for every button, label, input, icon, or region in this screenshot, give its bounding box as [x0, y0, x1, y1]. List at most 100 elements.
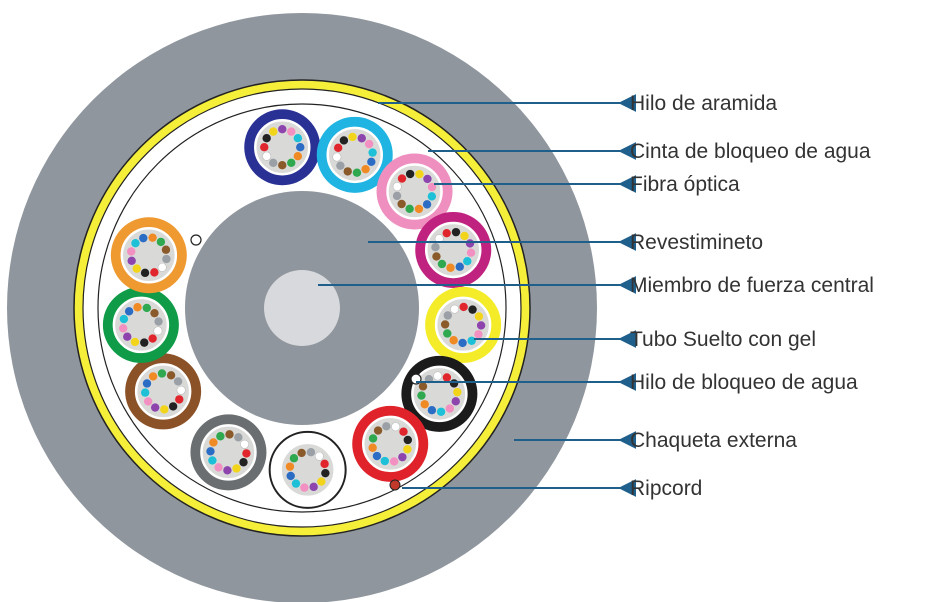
- optical-fiber: [343, 167, 352, 176]
- optical-fiber: [157, 262, 167, 272]
- optical-fiber: [372, 451, 382, 461]
- optical-fiber: [269, 158, 278, 167]
- loose-tube: [125, 353, 202, 430]
- optical-fiber: [459, 302, 468, 312]
- optical-fiber: [150, 268, 159, 277]
- callout: Miembro de fuerza central: [318, 274, 874, 297]
- optical-fiber: [442, 373, 452, 382]
- optical-fiber: [176, 385, 186, 395]
- optical-fiber: [463, 257, 472, 266]
- optical-fiber: [333, 143, 343, 153]
- optical-fiber: [234, 433, 243, 442]
- optical-fiber: [223, 466, 232, 475]
- optical-fiber: [306, 447, 316, 457]
- loose-tube: [415, 211, 492, 288]
- optical-fiber: [431, 243, 440, 252]
- optical-fiber: [262, 151, 272, 161]
- optical-fiber: [127, 256, 136, 265]
- loose-tube: [268, 430, 347, 509]
- optical-fiber: [357, 134, 366, 143]
- optical-fiber: [131, 238, 140, 248]
- loose-tube: [110, 217, 187, 294]
- optical-fiber: [414, 204, 424, 214]
- optical-fiber: [148, 233, 157, 242]
- label-central-strength-member: Miembro de fuerza central: [630, 274, 874, 297]
- optical-fiber: [148, 334, 157, 343]
- optical-fiber: [225, 430, 234, 439]
- optical-fiber: [455, 262, 464, 271]
- optical-fiber: [269, 127, 278, 136]
- label-ripcord: Ripcord: [630, 477, 702, 500]
- optical-fiber: [465, 239, 475, 248]
- optical-fiber: [380, 456, 390, 466]
- loose-tube: [190, 414, 267, 491]
- optical-fiber: [317, 477, 326, 486]
- optical-fiber: [420, 400, 429, 409]
- loose-tube: [244, 109, 321, 186]
- callout: Ripcord: [402, 477, 702, 500]
- optical-fiber: [293, 134, 303, 143]
- optical-fiber: [142, 303, 152, 313]
- optical-fiber: [168, 402, 178, 411]
- optical-fiber: [206, 447, 215, 456]
- optical-fiber: [433, 371, 443, 381]
- optical-fiber: [339, 136, 349, 145]
- optical-fiber: [143, 397, 153, 406]
- optical-fiber: [124, 307, 134, 316]
- optical-fiber: [208, 456, 217, 465]
- optical-fiber: [443, 311, 452, 320]
- callout: Cinta de bloqueo de agua: [428, 140, 871, 163]
- optical-fiber: [373, 426, 383, 435]
- tube-gel: [386, 163, 443, 220]
- optical-fiber: [466, 248, 476, 257]
- label-water-blocking-yarn: Hilo de bloqueo de agua: [630, 371, 858, 394]
- optical-fiber: [321, 468, 330, 478]
- optical-fiber: [240, 439, 250, 449]
- optical-fiber: [287, 158, 296, 167]
- optical-fiber: [392, 182, 402, 192]
- optical-fiber: [476, 321, 486, 330]
- optical-fiber: [389, 457, 399, 466]
- optical-fiber: [450, 304, 460, 314]
- optical-fiber: [427, 406, 437, 415]
- optical-fiber: [451, 227, 461, 237]
- label-optical-fiber: Fibra óptica: [630, 173, 740, 196]
- optical-fiber: [148, 372, 158, 381]
- optical-fiber: [368, 443, 377, 452]
- optical-fiber: [133, 303, 142, 312]
- optical-fiber: [474, 330, 483, 339]
- optical-fiber: [119, 314, 129, 324]
- optical-fiber: [432, 252, 441, 261]
- optical-fiber: [132, 264, 141, 273]
- callout: Hilo de bloqueo de agua: [416, 371, 858, 394]
- optical-fiber: [422, 200, 432, 209]
- optical-fiber: [130, 337, 140, 347]
- optical-fiber: [405, 204, 414, 213]
- optical-fiber: [446, 263, 455, 272]
- optical-fiber: [242, 449, 251, 458]
- optical-fiber: [443, 329, 452, 338]
- optical-fiber: [297, 448, 306, 458]
- label-loose-tube-gel: Tubo Suelto con gel: [630, 328, 816, 351]
- optical-fiber: [286, 471, 295, 481]
- optical-fiber: [398, 452, 407, 462]
- optical-fiber: [445, 404, 455, 413]
- optical-fiber: [451, 397, 460, 406]
- optical-fiber: [399, 427, 408, 436]
- optical-fiber: [437, 259, 447, 269]
- optical-fiber: [474, 312, 484, 321]
- optical-fiber: [142, 379, 152, 388]
- optical-fiber: [391, 422, 401, 432]
- central-strength-member: [264, 270, 340, 346]
- optical-fiber: [300, 483, 309, 492]
- optical-fiber: [352, 168, 362, 177]
- optical-fiber: [449, 379, 459, 388]
- callout: Chaqueta externa: [514, 429, 797, 452]
- callout: Revestimineto: [368, 231, 763, 254]
- tube-gel: [254, 118, 311, 176]
- optical-fiber: [382, 422, 391, 431]
- optical-fiber: [397, 199, 406, 209]
- label-coating: Revestimineto: [630, 231, 763, 254]
